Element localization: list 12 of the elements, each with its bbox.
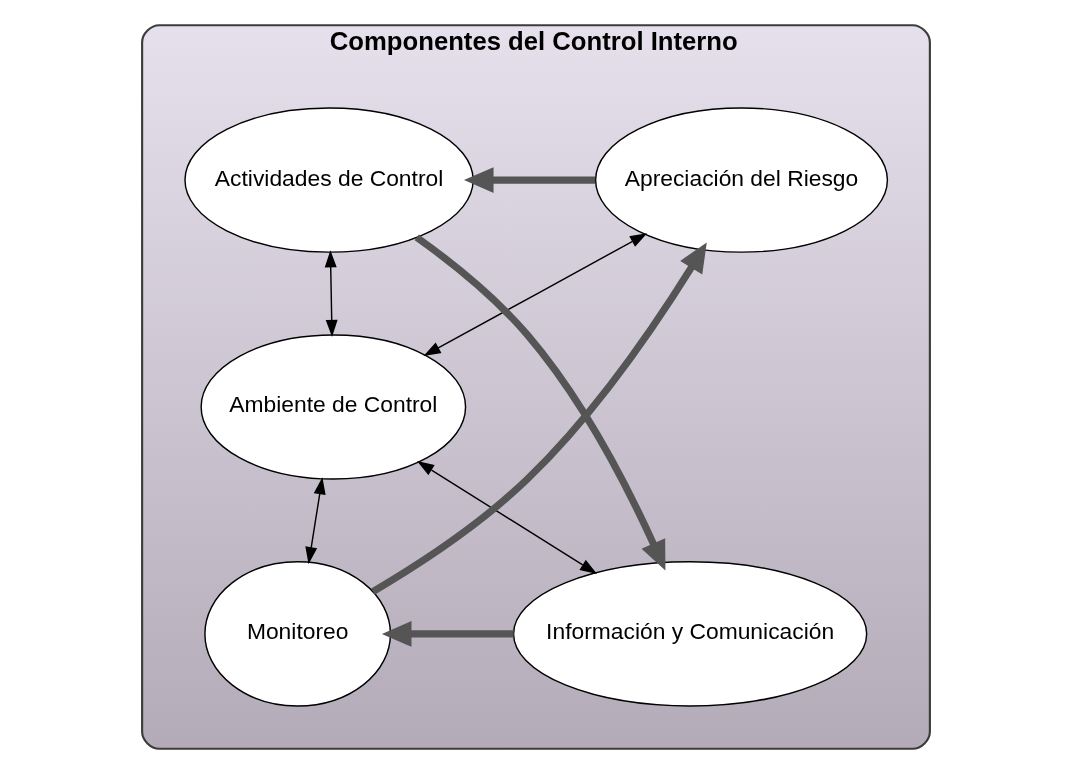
arrow — [304, 477, 326, 565]
arrow — [416, 460, 597, 575]
arrow — [463, 167, 595, 194]
arrow — [423, 233, 647, 357]
node-ellipse: Monitoreo — [203, 561, 391, 707]
node-ellipse: Ambiente de Control — [199, 334, 466, 480]
arrow — [370, 242, 707, 595]
node-ellipse: Apreciación del Riesgo — [594, 107, 888, 253]
node-ellipse: Actividades de Control — [183, 107, 474, 253]
arrow — [414, 234, 665, 571]
arrow — [381, 620, 514, 647]
arrow — [324, 250, 338, 337]
